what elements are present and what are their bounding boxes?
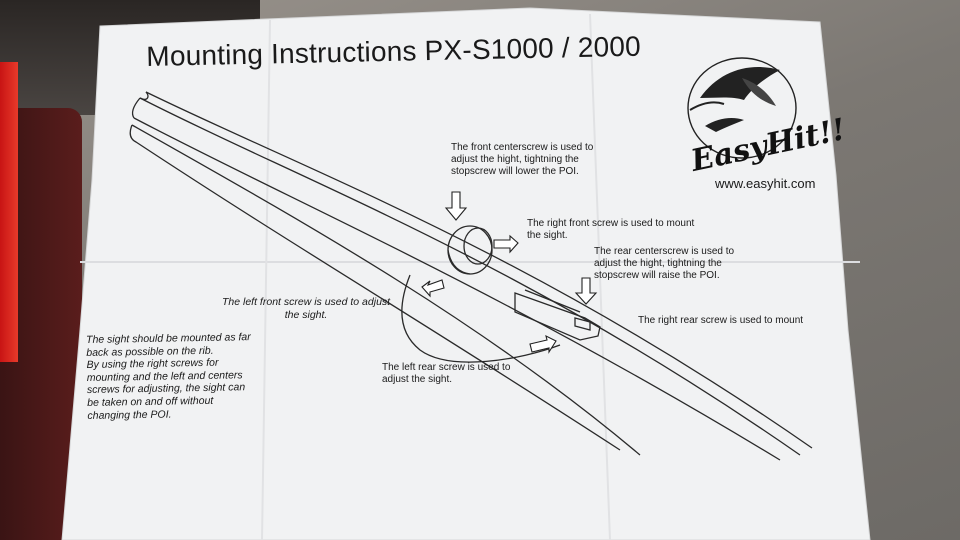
- note-left-rear: The left rear screw is used to adjust th…: [382, 362, 511, 385]
- note-general: The sight should be mounted as far back …: [86, 331, 251, 422]
- barrel-drawing: [129, 91, 813, 461]
- note-right-rear: The right rear screw is used to mount: [638, 315, 804, 326]
- note-front-center: The front centerscrew is used to adjust …: [451, 142, 594, 177]
- arrow-icon: [421, 191, 598, 354]
- fold-crease: [589, 13, 611, 540]
- red-box: [0, 62, 18, 362]
- website-url: www.easyhit.com: [715, 176, 816, 191]
- note-rear-center: The rear centerscrew is used to adjust t…: [594, 246, 735, 281]
- fold-crease: [261, 19, 271, 540]
- note-right-front: The right front screw is used to mount t…: [527, 218, 695, 241]
- note-left-front: The left front screw is used to adjust t…: [222, 296, 391, 321]
- pheasant-logo-icon: [687, 57, 797, 159]
